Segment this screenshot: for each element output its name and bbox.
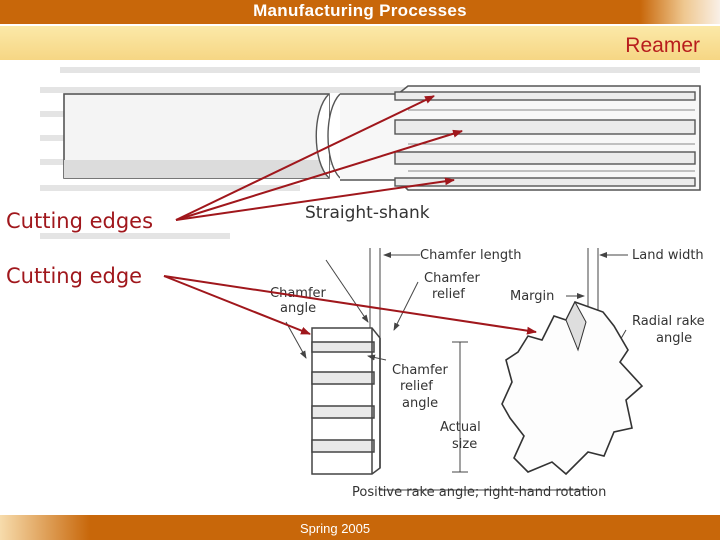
label-chamfer-relief-angle-1: Chamfer <box>392 363 449 378</box>
label-cutting-edge: Cutting edge <box>6 264 142 288</box>
slide-content: Straight-shank <box>0 60 720 515</box>
callout-arrows <box>163 95 537 335</box>
arrow-to-edge-middle <box>175 129 463 221</box>
label-straight-shank: Straight-shank <box>305 203 430 223</box>
label-land-width: Land width <box>632 248 704 263</box>
header-bar <box>0 0 720 24</box>
dimension-lines <box>285 248 628 491</box>
slide-title: Reamer <box>625 34 700 57</box>
label-chamfer-length: Chamfer length <box>420 248 521 263</box>
arrow-to-edge-top <box>175 95 435 221</box>
arrow-to-end-view <box>163 275 311 335</box>
arrow-to-cross-section <box>163 275 537 335</box>
footer-accent <box>0 515 90 540</box>
title-bar <box>0 26 720 60</box>
label-actual-size-1: Actual <box>440 420 481 435</box>
header-accent <box>640 0 720 24</box>
label-chamfer-relief-angle-2: relief <box>400 379 433 394</box>
label-chamfer-relief-1: Chamfer <box>424 271 481 286</box>
straight-shank-reamer <box>63 85 701 191</box>
label-cutting-edges: Cutting edges <box>6 209 153 233</box>
label-margin: Margin <box>510 289 554 304</box>
label-actual-size-2: size <box>452 437 477 452</box>
reamer-cross-section <box>501 300 644 476</box>
label-radial-rake-2: angle <box>656 331 692 346</box>
header-title: Manufacturing Processes <box>253 1 467 20</box>
label-chamfer-relief-2: relief <box>432 287 465 302</box>
label-chamfer-relief-angle-3: angle <box>402 396 438 411</box>
reamer-end-view <box>311 327 381 475</box>
label-chamfer-angle-2: angle <box>280 301 316 316</box>
label-radial-rake-1: Radial rake <box>632 314 705 329</box>
footer-text: Spring 2005 <box>300 521 371 536</box>
label-chamfer-angle-1: Chamfer <box>270 286 327 301</box>
arrow-to-edge-lower <box>175 177 455 221</box>
label-positive-rake: Positive rake angle; right-hand rotation <box>352 485 606 500</box>
footer-bar <box>0 515 720 540</box>
reamer-figure: Straight-shank <box>6 67 705 500</box>
